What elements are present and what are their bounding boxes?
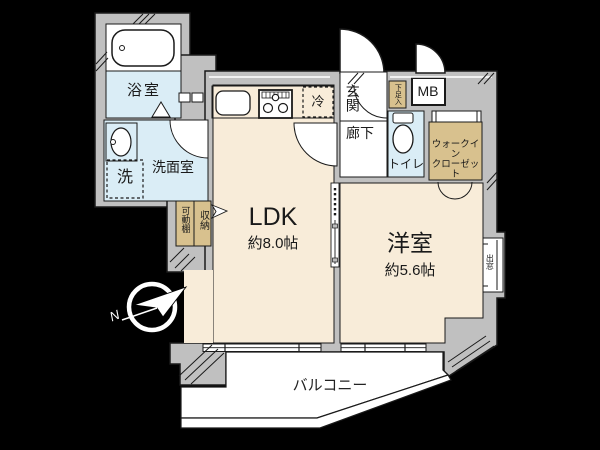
sliding-partition (330, 182, 340, 268)
western-room-size-label: 約5.6帖 (384, 262, 436, 279)
hallway-ldk-door-arc (293, 122, 338, 167)
fridge-label: 冷 (311, 94, 325, 109)
shoe-cabinet-label: 下足入 (394, 84, 402, 105)
balcony-label: バルコニー (292, 377, 368, 394)
western-room (339, 182, 484, 344)
shoe-cabinet-box (388, 80, 407, 109)
walk-in-closet-line2: クローゼット (431, 158, 480, 180)
bathtub (111, 29, 175, 67)
walk-in-closet-label: ウォークイン クローゼット (429, 140, 482, 180)
entrance-label: 玄関 (344, 84, 361, 112)
vanity-sink (105, 122, 138, 162)
walk-in-closet-room (428, 121, 483, 181)
bathroom-folding-door (151, 101, 171, 118)
compass-icon (121, 281, 188, 333)
western-room-label: 洋室 (387, 230, 433, 256)
entrance-door-arc (339, 28, 385, 74)
mb-door-arc (415, 43, 446, 74)
entrance-inner-door-arc (353, 84, 388, 119)
ldk-room-west (184, 270, 213, 343)
stove (258, 89, 293, 119)
bathroom-room (105, 70, 182, 119)
meter-box (411, 77, 446, 106)
bathroom-label: 浴室 (126, 82, 162, 99)
hallway-label: 廊下 (346, 125, 374, 141)
wic-double-doors (435, 111, 478, 200)
ldk-size-label: 約8.0帖 (247, 235, 299, 252)
storage-arrow-icon (210, 204, 229, 220)
washroom-label: 洗面室 (152, 159, 194, 175)
toilet-label: トイレ (387, 157, 425, 171)
ldk-window (202, 343, 322, 352)
western-room-window (340, 343, 427, 352)
washing-machine-area (106, 159, 144, 199)
movable-shelf-label: 可動棚 (180, 206, 191, 233)
washroom-door-arc (169, 119, 209, 159)
storage-label: 収納 (197, 210, 209, 230)
bay-window-label: 出窓 (485, 254, 495, 270)
ldk-label: LDK (248, 203, 298, 231)
balcony-structure (180, 351, 452, 429)
wic-top-strip (431, 110, 482, 123)
storage-box (193, 200, 212, 247)
entrance-hall-floor (339, 71, 388, 178)
meter-box-label: MB (417, 83, 439, 99)
washer-label: 洗 (116, 169, 134, 186)
walk-in-closet-line1: ウォークイン (431, 139, 480, 160)
toilet-fixture (392, 112, 414, 154)
wall-vents (178, 92, 204, 103)
bay-window-glass-line (483, 240, 498, 290)
bay-window-box (482, 237, 504, 293)
kitchen-sink (215, 90, 251, 116)
fridge-space (302, 86, 334, 118)
wall-hatching (95, 13, 498, 385)
